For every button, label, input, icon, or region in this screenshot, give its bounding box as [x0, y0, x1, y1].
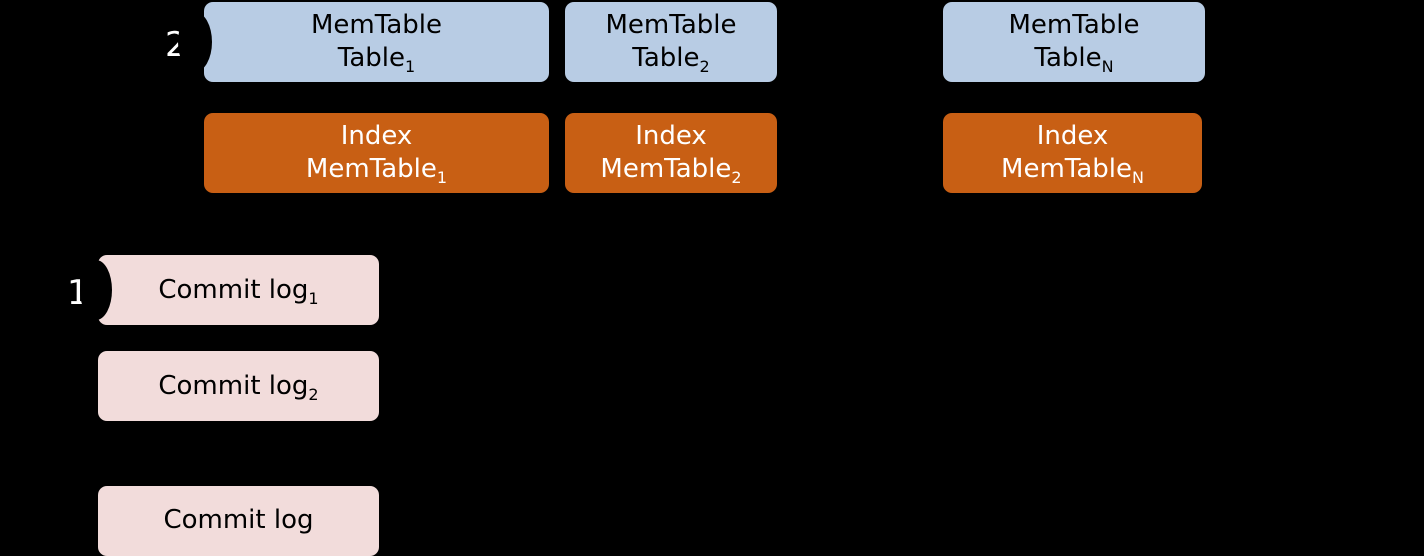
index-label: Index	[1036, 121, 1109, 151]
commit-log-2: Commit log2	[98, 351, 379, 421]
memtable-label: MemTable	[605, 10, 737, 40]
commit-log-notch	[80, 260, 112, 320]
commit-log-label: Commit log1	[158, 274, 319, 308]
index-memtable-2: Index MemTable2	[565, 113, 777, 193]
commit-log-label: Commit log2	[158, 370, 319, 404]
memtable-label: MemTableN	[1001, 154, 1144, 187]
memtable-table-1: MemTable Table1	[204, 2, 549, 82]
commit-log-1: Commit log1	[98, 255, 379, 325]
memtable-label: MemTable1	[305, 154, 448, 187]
index-label: Index	[340, 121, 413, 151]
index-label: Index	[635, 121, 707, 151]
memtable-label: MemTable	[311, 10, 442, 40]
table-label: Table2	[632, 43, 710, 76]
table-label: TableN	[1034, 43, 1114, 76]
table-label: Table1	[337, 43, 416, 76]
memtable-table-n: MemTable TableN	[943, 2, 1205, 82]
commit-log-3: Commit log	[98, 486, 379, 556]
memtable-label: MemTable2	[600, 154, 742, 187]
memtable-table-2: MemTable Table2	[565, 2, 777, 82]
memtable-label: MemTable	[1008, 10, 1140, 40]
index-memtable-1: Index MemTable1	[204, 113, 549, 193]
commit-log-label: Commit log	[163, 505, 314, 535]
memtable-notch	[178, 12, 212, 72]
index-memtable-n: Index MemTableN	[943, 113, 1202, 193]
